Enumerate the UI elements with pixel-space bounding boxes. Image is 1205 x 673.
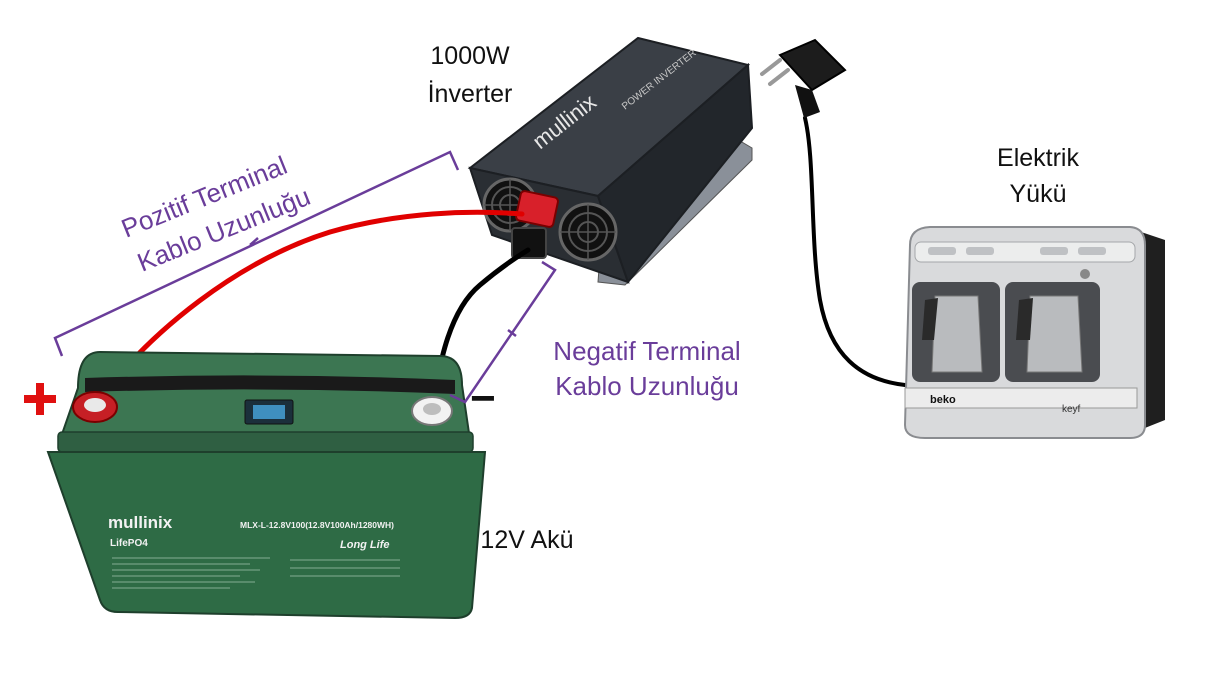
inverter: mullinix POWER INVERTER [467,36,754,286]
power-plug [760,38,847,118]
load-label-line1: Elektrik [997,144,1079,172]
battery-label: 12V Akü [480,526,573,554]
appliance-model: keyf [1062,404,1081,415]
battery-model: MLX-L-12.8V100(12.8V100Ah/1280WH) [240,520,394,530]
battery-chemistry: LifePO4 [110,538,148,549]
negative-length-bracket [449,260,557,404]
positive-cable [92,209,525,408]
battery-positive-terminal [72,391,118,423]
load-label-line2: Yükü [1010,180,1067,208]
battery-negative-terminal [411,396,453,426]
coffee-machine: beko keyf [903,226,1165,439]
inverter-label-line2: İnverter [428,79,513,108]
appliance-brand: beko [930,394,956,406]
battery: mullinix MLX-L-12.8V100(12.8V100Ah/1280W… [46,350,487,620]
inverter-positive-terminal [515,190,559,228]
negative-cable-label-line2: Kablo Uzunluğu [555,371,739,401]
battery-brand: mullinix [108,513,173,532]
negative-cable-label-line1: Negatif Terminal [553,336,740,366]
battery-tagline: Long Life [340,539,390,551]
minus-sign: − [470,374,496,423]
inverter-label-line1: 1000W [430,42,510,70]
plus-sign-icon [24,383,56,415]
inverter-fan-right [558,202,618,262]
positive-length-bracket [53,150,460,357]
inverter-negative-terminal [511,227,547,259]
power-cord [803,116,907,387]
